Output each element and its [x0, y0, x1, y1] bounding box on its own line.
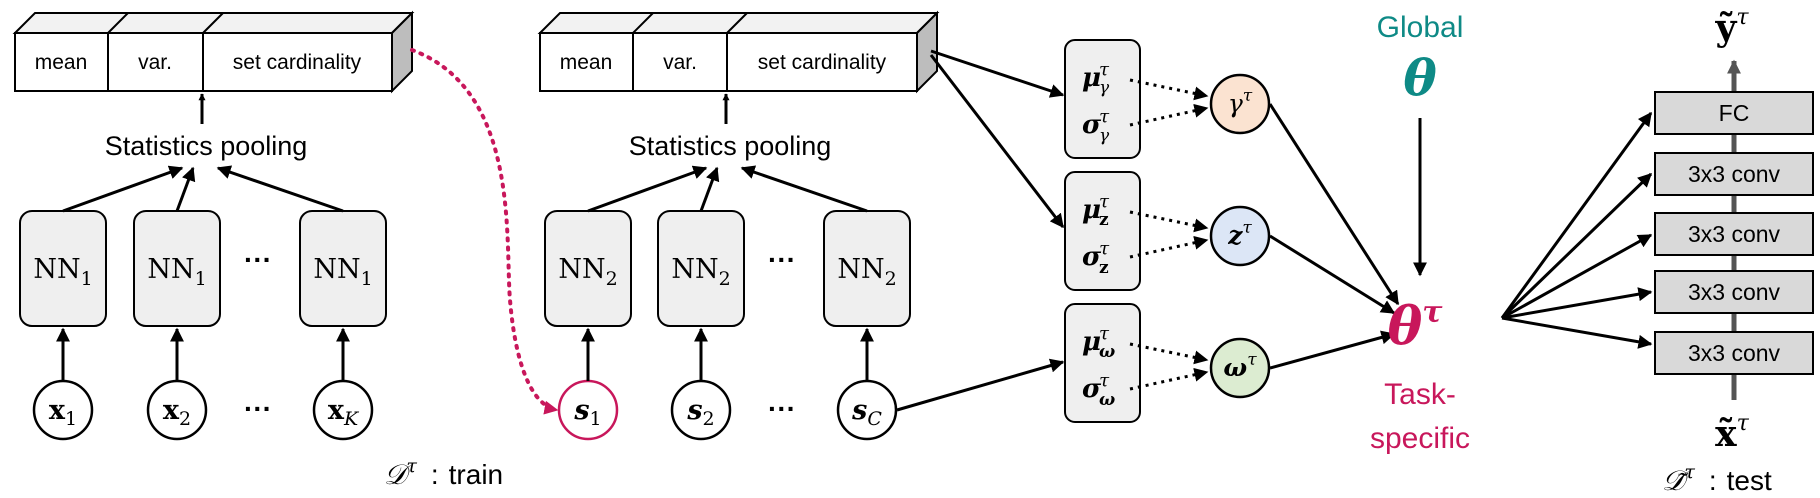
output-y-tilde: ỹτ: [1714, 5, 1749, 49]
left-input-x1: x1: [32, 379, 94, 441]
mid-input-ellipsis: ···: [768, 393, 796, 424]
svg-text:ωτ: ωτ: [1223, 350, 1257, 382]
test-dataset-label: 𝒟̃τ:test: [1662, 461, 1772, 497]
param-group-gamma: μτ γ στ γ: [1064, 39, 1141, 159]
z-node-icon: zτ: [1209, 205, 1271, 267]
svg-text:zτ: zτ: [1227, 218, 1252, 250]
svg-text:xK: xK: [328, 395, 360, 430]
svg-text:ω: ω: [1099, 390, 1115, 410]
train-dataset-label: 𝒟τ:train: [384, 455, 503, 491]
param-group-omega: μτ ω στ ω: [1064, 303, 1141, 423]
mid-nn-3: NN2: [823, 210, 911, 327]
mid-input-sc: sC: [836, 379, 898, 441]
svg-text:στ: στ: [1082, 370, 1110, 404]
svg-text:στ: στ: [1082, 238, 1110, 272]
mid-input-s2: s2: [670, 379, 732, 441]
conv-layer-1: [1654, 152, 1814, 196]
global-theta: Global θ: [1377, 11, 1464, 107]
svg-text:s2: s2: [686, 395, 714, 430]
global-theta-symbol: θ: [1403, 48, 1437, 107]
left-input-xk: xK: [312, 379, 374, 441]
svg-text:μτ: μτ: [1082, 59, 1110, 93]
mid-stat-var: var.: [663, 51, 697, 74]
conv-layer-2-label: 3x3 conv: [1688, 221, 1781, 247]
left-stat-mean: mean: [35, 51, 88, 74]
svg-text:z: z: [1099, 210, 1109, 230]
fc-layer: [1654, 91, 1814, 135]
svg-text:NN2: NN2: [558, 254, 617, 290]
conv-layer-2: [1654, 212, 1814, 256]
left-pooling-label: Statistics pooling: [105, 131, 308, 161]
mid-stat-cardinality: set cardinality: [758, 51, 887, 74]
gamma-node-icon: γτ: [1209, 73, 1271, 135]
conv-layer-4: [1654, 331, 1814, 375]
svg-text:γ: γ: [1099, 78, 1110, 98]
mid-stat-mean: mean: [560, 51, 613, 74]
conv-layer-3-label: 3x3 conv: [1688, 279, 1781, 305]
svg-text:NN2: NN2: [837, 254, 896, 290]
left-nn-ellipsis: ···: [244, 244, 272, 275]
svg-text:NN1: NN1: [313, 254, 372, 290]
mid-nn-ellipsis: ···: [768, 244, 796, 275]
left-stat-var: var.: [138, 51, 172, 74]
param-group-z: μτ z στ z: [1064, 171, 1141, 291]
mid-nn-2: NN2: [657, 210, 745, 327]
conv-layer-4-label: 3x3 conv: [1688, 340, 1781, 366]
mid-pooling-label: Statistics pooling: [629, 131, 832, 161]
middle-block: mean var. set cardinality Statistics poo…: [537, 10, 940, 441]
svg-text:x2: x2: [163, 395, 191, 430]
task-theta: θτ Task- specific: [1370, 295, 1470, 455]
input-x-tilde: x̃τ: [1715, 411, 1749, 455]
test-network: FC 3x3 conv 3x3 conv 3x3 conv 3x3 conv ỹ…: [1654, 5, 1814, 497]
svg-text:NN1: NN1: [33, 254, 92, 290]
global-label: Global: [1377, 11, 1464, 44]
svg-text:NN2: NN2: [671, 254, 730, 290]
mid-input-s1: s1: [557, 379, 619, 441]
svg-text:NN1: NN1: [147, 254, 206, 290]
svg-text:στ: στ: [1082, 106, 1110, 140]
left-nn-1: NN1: [19, 210, 107, 327]
task-label-line2: specific: [1370, 422, 1470, 455]
left-block: mean var. set cardinality Statistics poo…: [12, 10, 503, 491]
omega-node-icon: ωτ: [1209, 337, 1271, 399]
left-nn-2: NN1: [133, 210, 221, 327]
svg-text:s1: s1: [573, 395, 601, 430]
svg-text:x1: x1: [49, 395, 77, 430]
svg-text:sC: sC: [851, 395, 882, 430]
svg-text:μτ: μτ: [1082, 323, 1110, 357]
svg-text:z: z: [1099, 258, 1109, 278]
left-stat-cardinality: set cardinality: [233, 51, 362, 74]
dotted-transfer-arrow: [410, 48, 559, 415]
task-theta-symbol: θτ: [1388, 295, 1444, 357]
svg-text:γτ: γτ: [1228, 86, 1253, 118]
svg-text:μτ: μτ: [1082, 191, 1110, 225]
svg-text:ω: ω: [1099, 342, 1115, 362]
fc-layer-label: FC: [1719, 100, 1750, 126]
svg-text:γ: γ: [1099, 126, 1110, 146]
task-label-line1: Task-: [1384, 378, 1456, 411]
mid-nn-1: NN2: [544, 210, 632, 327]
left-stats-vector: mean var. set cardinality: [12, 10, 415, 94]
left-input-ellipsis: ···: [244, 393, 272, 424]
conv-layer-3: [1654, 270, 1814, 314]
conv-layer-1-label: 3x3 conv: [1688, 161, 1781, 187]
mid-stats-vector: mean var. set cardinality: [537, 10, 940, 94]
left-input-x2: x2: [146, 379, 208, 441]
left-nn-3: NN1: [299, 210, 387, 327]
